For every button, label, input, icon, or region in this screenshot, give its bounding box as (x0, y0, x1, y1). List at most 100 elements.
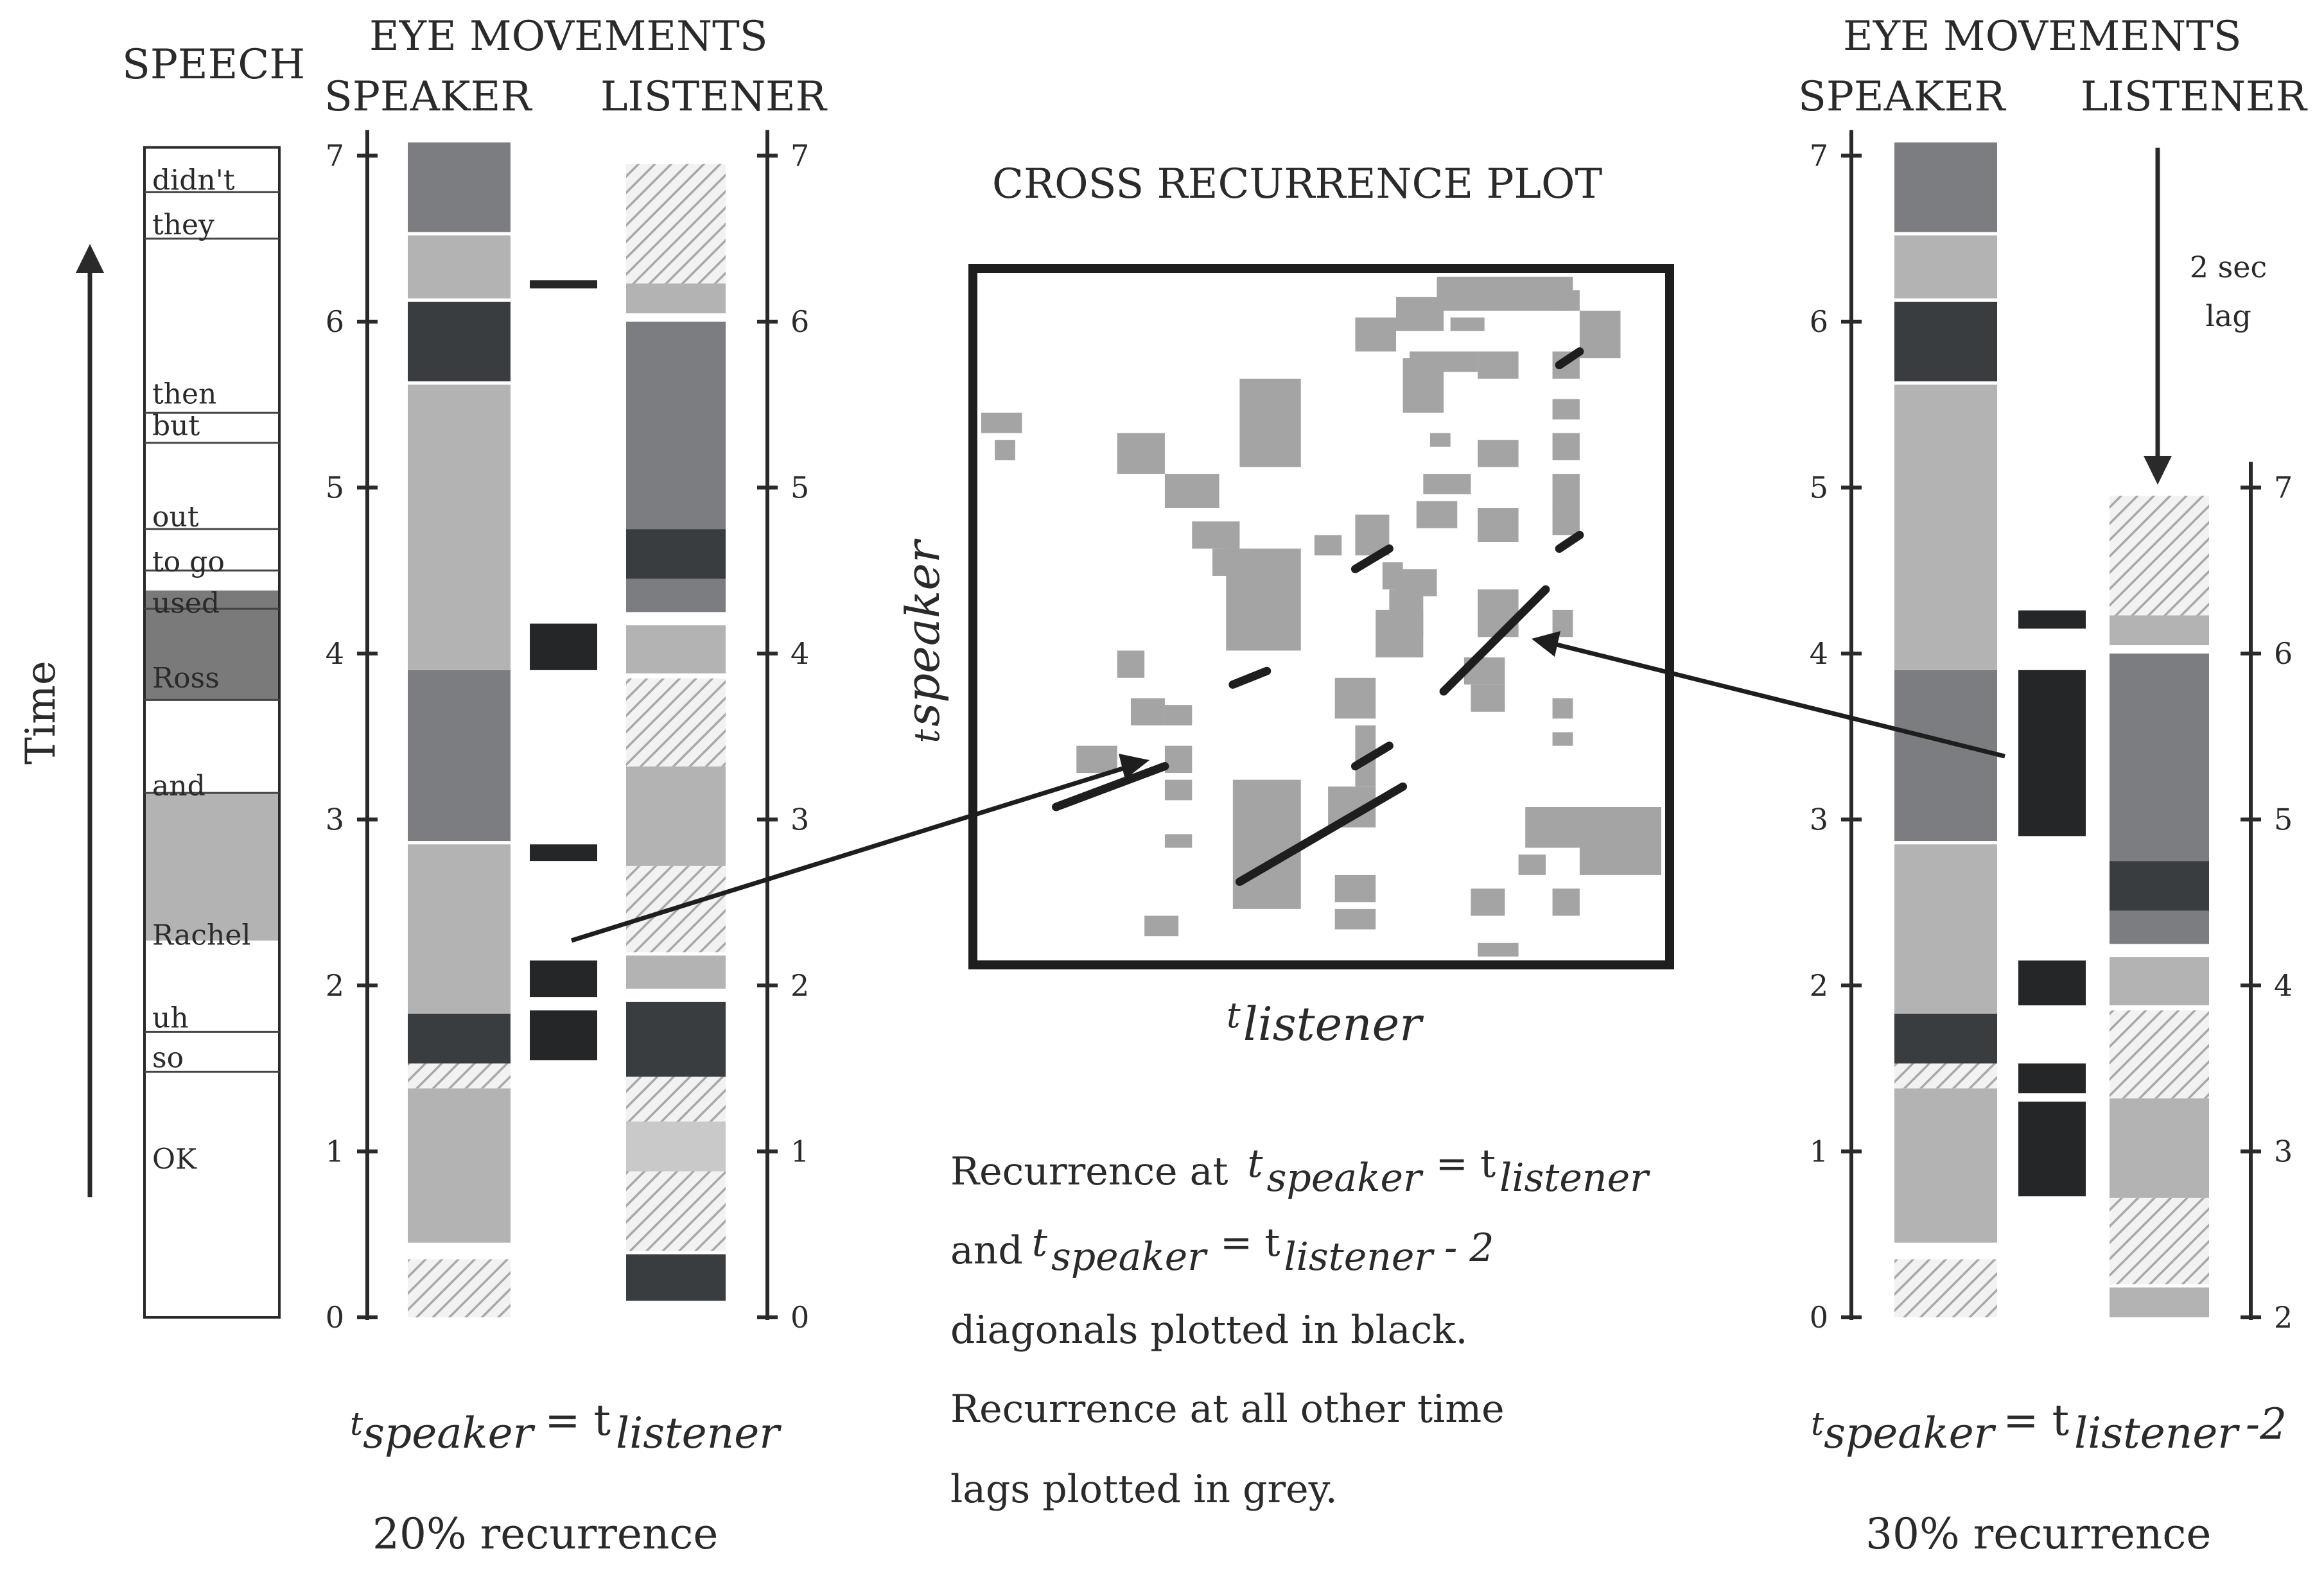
left-axis-speaker-tick-label: 4 (326, 636, 344, 671)
right-speaker-segment (1894, 844, 1997, 1014)
crp-y-label: tspeaker (896, 539, 950, 743)
right-axis-listener-tick-label: 3 (2274, 1134, 2293, 1169)
crp-grey-block (1429, 433, 1451, 447)
right-recurrence-text: 30% recurrence (1865, 1509, 2211, 1559)
right-speaker-bar (1894, 142, 1997, 1317)
crp-title: CROSS RECURRENCE PLOT (992, 160, 1603, 208)
right-match (2018, 1063, 2086, 1094)
left-match (530, 960, 597, 998)
left-listener-segment (626, 678, 726, 767)
right-match (2018, 1101, 2086, 1197)
desc-line-5: lags plotted in grey. (950, 1467, 1338, 1512)
left-axis-listener-tick-label: 0 (791, 1300, 809, 1335)
right-listener-bar (2110, 496, 2209, 1317)
crp-grey-block (1376, 609, 1424, 658)
crp-diagonal (1350, 741, 1394, 770)
lag-label-line2: lag (2205, 299, 2251, 333)
crp-grey-block (1416, 501, 1458, 528)
crp-grey-block (1471, 684, 1505, 712)
left-axis-speaker-tick-label: 0 (326, 1300, 344, 1335)
left-speaker-segment (408, 1088, 511, 1243)
left-axis-listener-tick-label: 5 (791, 471, 809, 505)
speaker-label-left: SPEAKER (324, 73, 532, 121)
speech-highlight-rachel (146, 793, 278, 941)
left-panel: SPEECH EYE MOVEMENTS SPEAKER LISTENER Ti… (17, 13, 828, 1559)
speech-word: but (152, 410, 200, 442)
right-listener-segment (2110, 957, 2209, 1006)
right-speaker-segment (1894, 301, 1997, 382)
left-speaker-segment (408, 1013, 511, 1064)
crp-grey-block (1471, 889, 1505, 916)
left-connector-line (570, 765, 1128, 943)
crp-grey-block (1410, 351, 1478, 372)
right-axis-speaker-tick-label: 2 (1810, 968, 1828, 1003)
crp-grey-block (1579, 834, 1661, 875)
left-listener-segment (626, 1121, 726, 1172)
crp-grey-block (995, 440, 1015, 460)
speech-word: and (152, 770, 205, 802)
lag-arrow-head (2144, 456, 2172, 485)
left-listener-segment (626, 1254, 726, 1301)
right-axis-speaker-tick-label: 5 (1810, 471, 1828, 505)
crp-grey-block (1518, 854, 1546, 875)
right-axis-listener-tick-label: 4 (2274, 968, 2293, 1003)
left-axis-speaker-tick-label: 2 (326, 968, 344, 1003)
crp-diagonal (1228, 666, 1271, 689)
left-axis-listener-tick-label: 1 (791, 1134, 809, 1169)
crp-grey-block (1382, 562, 1403, 590)
crp-diagonal (1235, 782, 1408, 887)
crp-grey-block (1552, 433, 1580, 460)
right-listener-segment (2110, 1197, 2209, 1285)
left-connector-head (1119, 754, 1149, 779)
right-axis-speaker-tick-label: 0 (1810, 1300, 1828, 1335)
right-speaker-segment (1894, 385, 1997, 670)
right-axis-listener-tick-label: 2 (2274, 1300, 2293, 1335)
right-listener-segment (2110, 615, 2209, 646)
desc-line-4: Recurrence at all other time (950, 1387, 1505, 1432)
right-listener-segment (2110, 1010, 2209, 1098)
lag-label-line1: 2 sec (2190, 250, 2267, 284)
crp-grey-block (1334, 908, 1376, 930)
left-listener-segment (626, 955, 726, 989)
left-axis-speaker-tick-label: 3 (326, 802, 344, 837)
crp-grey-block (1164, 779, 1193, 801)
left-recurrence-text: 20% recurrence (372, 1509, 718, 1559)
speech-word: so (152, 1042, 184, 1075)
crp-grey-block (1478, 942, 1519, 957)
crp-diagonal (1555, 530, 1584, 553)
crp-grey-block (1478, 440, 1519, 467)
speech-word: uh (152, 1002, 189, 1035)
time-arrow-head (76, 244, 104, 273)
left-speaker-segment (408, 1063, 511, 1089)
right-axis-speaker-tick-label: 4 (1810, 636, 1828, 671)
crp-grey-block (1334, 677, 1376, 719)
crp-grey-block (1164, 834, 1193, 848)
left-speaker-bar (408, 142, 511, 1317)
right-listener-segment (2110, 910, 2209, 944)
left-speaker-segment (408, 385, 511, 670)
left-listener-segment (626, 1077, 726, 1122)
crp-grey-block (1130, 698, 1165, 725)
left-axis-speaker-tick-label: 1 (326, 1134, 344, 1169)
right-speaker-segment (1894, 1063, 1997, 1089)
crp-grey-block (1117, 650, 1145, 678)
crp-diagonal (1051, 761, 1169, 811)
right-speaker-segment (1894, 1259, 1997, 1317)
left-axis-listener-tick-label: 7 (791, 139, 809, 173)
crp-grey-block (1552, 508, 1580, 535)
right-connector-line (1553, 641, 2005, 759)
right-listener-segment (2110, 1287, 2209, 1317)
crp-grey-block (1552, 399, 1580, 420)
left-listener-segment (626, 283, 726, 314)
left-axis-listener-tick-label: 3 (791, 802, 809, 837)
left-match (530, 623, 597, 670)
crp-grey-block (1552, 474, 1580, 508)
right-speaker-segment (1894, 670, 1997, 842)
right-connector-head (1532, 631, 1560, 657)
listener-label-right: LISTENER (2081, 73, 2308, 121)
left-axis-listener-tick-label: 2 (791, 968, 809, 1003)
speech-word: then (152, 378, 216, 411)
